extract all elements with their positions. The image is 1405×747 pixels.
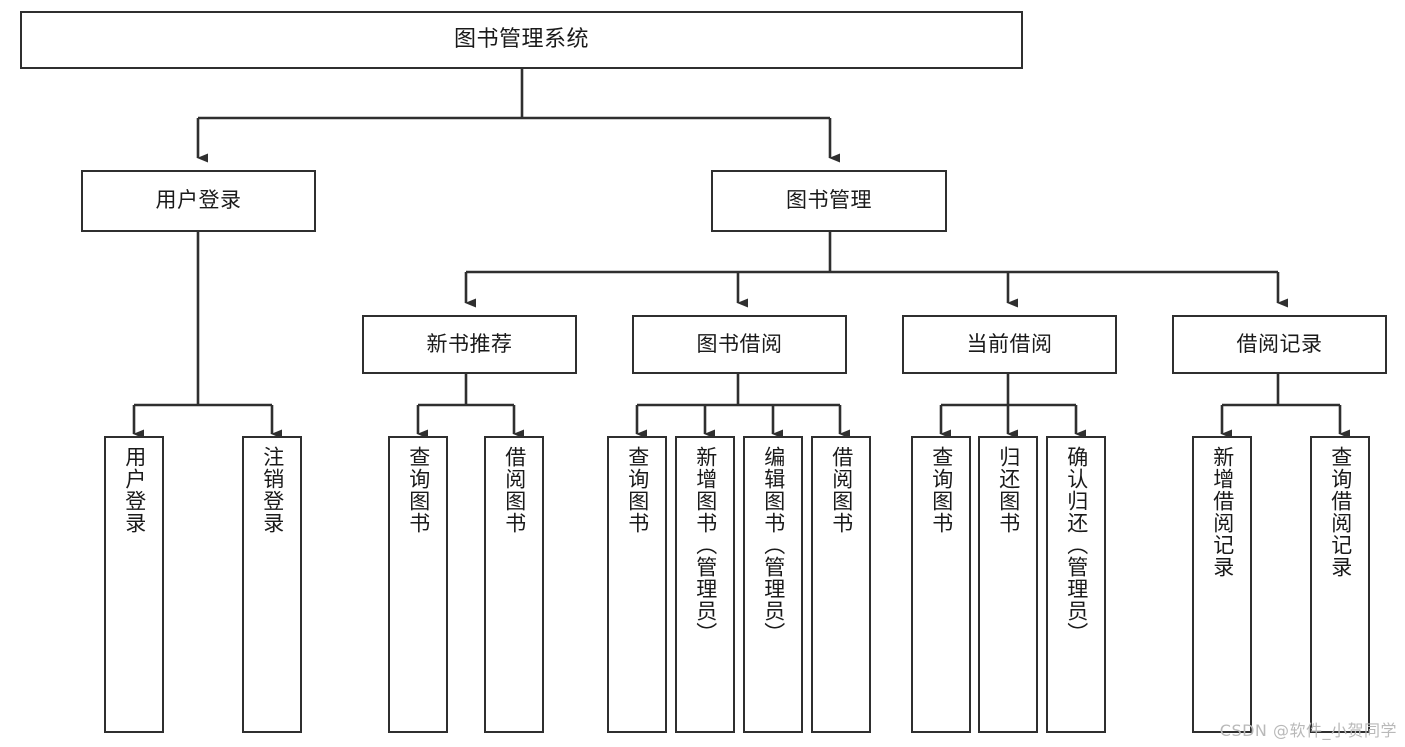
node-label: 新增借阅记录 [1210,446,1235,578]
node-book-borrow[interactable]: 图书借阅 [632,315,847,374]
leaf-borrow-book-recommend[interactable]: 借阅图书 [484,436,544,733]
node-label: 用户登录 [155,188,242,213]
node-root-system[interactable]: 图书管理系统 [20,11,1023,69]
leaf-add-borrow-record[interactable]: 新增借阅记录 [1192,436,1252,733]
node-label: 图书管理 [786,188,872,213]
node-label: 图书管理系统 [453,26,589,52]
node-label: 借阅图书 [502,446,527,534]
node-user-login[interactable]: 用户登录 [81,170,316,232]
node-label: 编辑图书（管理员） [761,446,786,644]
leaf-edit-book-admin[interactable]: 编辑图书（管理员） [743,436,803,733]
leaf-add-book-admin[interactable]: 新增图书（管理员） [675,436,735,733]
node-label: 查询借阅记录 [1328,446,1353,578]
node-label: 新书推荐 [426,331,513,356]
node-label: 图书借阅 [696,331,783,356]
leaf-borrow-book[interactable]: 借阅图书 [811,436,871,733]
node-borrow-record[interactable]: 借阅记录 [1172,315,1387,374]
leaf-query-book-current[interactable]: 查询图书 [911,436,971,733]
node-label: 查询图书 [929,446,954,534]
leaf-query-book-recommend[interactable]: 查询图书 [388,436,448,733]
node-label: 借阅图书 [829,446,854,534]
node-current-borrow[interactable]: 当前借阅 [902,315,1117,374]
node-label: 查询图书 [625,446,650,534]
node-label: 注销登录 [260,446,285,534]
watermark-text: CSDN @软件_小贺同学 [1219,721,1397,740]
leaf-user-login[interactable]: 用户登录 [104,436,164,733]
node-label: 借阅记录 [1236,331,1323,356]
leaf-query-borrow-record[interactable]: 查询借阅记录 [1310,436,1370,733]
node-new-book-recommend[interactable]: 新书推荐 [362,315,577,374]
node-book-management[interactable]: 图书管理 [711,170,947,232]
leaf-return-book[interactable]: 归还图书 [978,436,1038,733]
node-label: 确认归还（管理员） [1064,446,1089,644]
node-label: 用户登录 [122,446,147,534]
node-label: 归还图书 [996,446,1021,534]
node-label: 当前借阅 [966,331,1053,356]
leaf-query-book-borrow[interactable]: 查询图书 [607,436,667,733]
node-label: 新增图书（管理员） [693,446,718,644]
leaf-confirm-return-admin[interactable]: 确认归还（管理员） [1046,436,1106,733]
node-label: 查询图书 [406,446,431,534]
leaf-user-logout[interactable]: 注销登录 [242,436,302,733]
